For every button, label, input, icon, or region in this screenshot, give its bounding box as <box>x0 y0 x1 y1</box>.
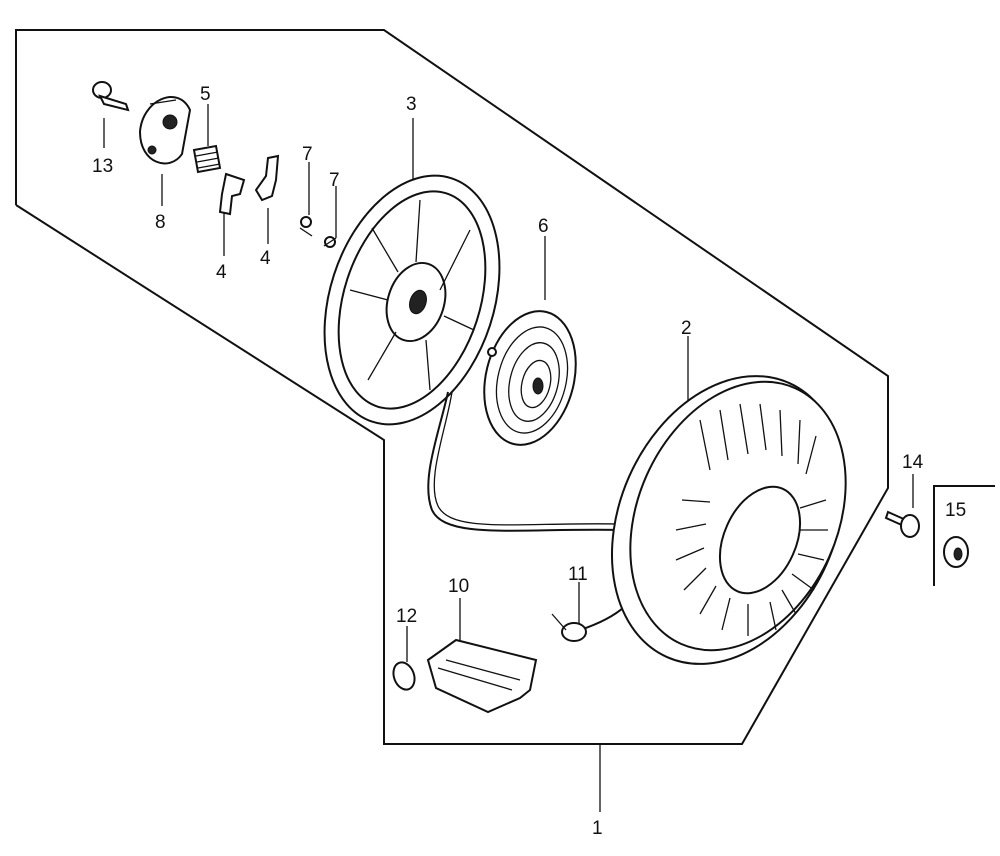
part-13-bolt <box>92 81 130 112</box>
part-6-recoil-spring <box>483 310 577 446</box>
label-10: 10 <box>448 576 469 597</box>
part-11-rope-clip <box>551 613 587 642</box>
label-11: 11 <box>568 564 588 585</box>
part-2-starter-case <box>610 375 847 665</box>
part-10-handle <box>426 638 538 714</box>
part-4-ratchet-b <box>254 154 280 202</box>
part-4-ratchet-a <box>218 172 246 216</box>
label-3: 3 <box>406 94 417 115</box>
starter-rope-inner <box>433 391 621 526</box>
label-14: 14 <box>902 452 924 473</box>
label-4b: 4 <box>260 248 271 269</box>
label-2: 2 <box>681 318 692 339</box>
part-15-bracket <box>933 485 995 586</box>
label-4a: 4 <box>216 262 227 283</box>
leader-lines <box>103 104 914 812</box>
label-13: 13 <box>92 156 113 177</box>
assembly-boundary <box>15 29 889 745</box>
label-6: 6 <box>538 216 549 237</box>
label-7b: 7 <box>329 170 340 191</box>
label-8: 8 <box>155 212 166 233</box>
part-3-reel <box>323 174 501 426</box>
label-7a: 7 <box>302 144 313 165</box>
label-5: 5 <box>200 84 211 105</box>
part-5-spring <box>192 144 222 174</box>
label-12: 12 <box>396 606 417 627</box>
label-15: 15 <box>945 500 966 521</box>
part-8-ratchet-guide <box>138 96 192 165</box>
part-7-pins <box>299 216 337 248</box>
label-1: 1 <box>592 818 603 839</box>
part-15-nut <box>943 536 969 568</box>
part-14-bolt <box>884 510 920 538</box>
part-labels: 1 2 3 4 4 5 6 7 7 8 10 11 12 13 14 15 <box>92 84 966 839</box>
part-12-insert <box>392 661 416 691</box>
